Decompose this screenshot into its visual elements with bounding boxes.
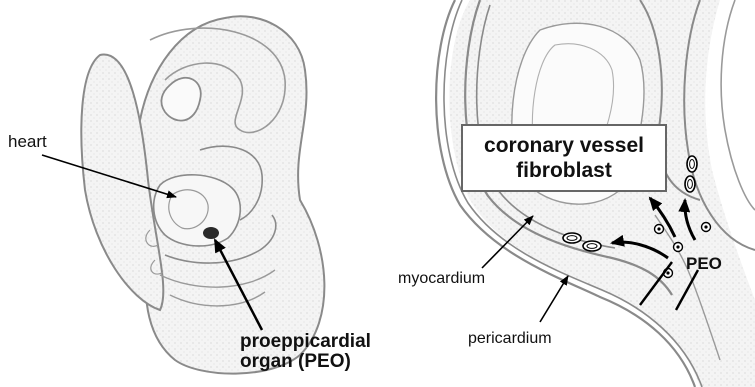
box-line-1: coronary vessel	[463, 133, 665, 158]
peo-organ-label: proeppicardial organ (PEO)	[240, 332, 371, 372]
heart-label: heart	[8, 132, 47, 152]
pericardium-pointer-arrow	[540, 276, 568, 322]
fibroblast-cell	[685, 176, 695, 192]
outer-tissue-fold-3	[721, 0, 755, 210]
peo-organ-label-line1: proeppicardial	[240, 332, 371, 352]
box-line-2: fibroblast	[463, 158, 665, 183]
vessel-cell	[563, 233, 581, 243]
peo-label: PEO	[686, 254, 722, 274]
peo-cell	[704, 225, 707, 228]
pericardium-label: pericardium	[468, 330, 552, 348]
peo-cell	[676, 245, 679, 248]
peo-organ-label-line2: organ (PEO)	[240, 352, 371, 372]
heart-region	[154, 175, 241, 246]
coronary-vessel-fibroblast-box: coronary vessel fibroblast	[461, 124, 667, 192]
vessel-cell	[583, 241, 601, 251]
magnified-heart-wall-drawing	[436, 0, 755, 387]
peo-cell	[657, 227, 660, 230]
peo-dark-spot	[203, 227, 219, 239]
fibroblast-cell	[687, 156, 697, 172]
myocardium-label: myocardium	[398, 270, 485, 288]
embryo-section-drawing	[81, 16, 324, 373]
peo-cell	[666, 271, 669, 274]
